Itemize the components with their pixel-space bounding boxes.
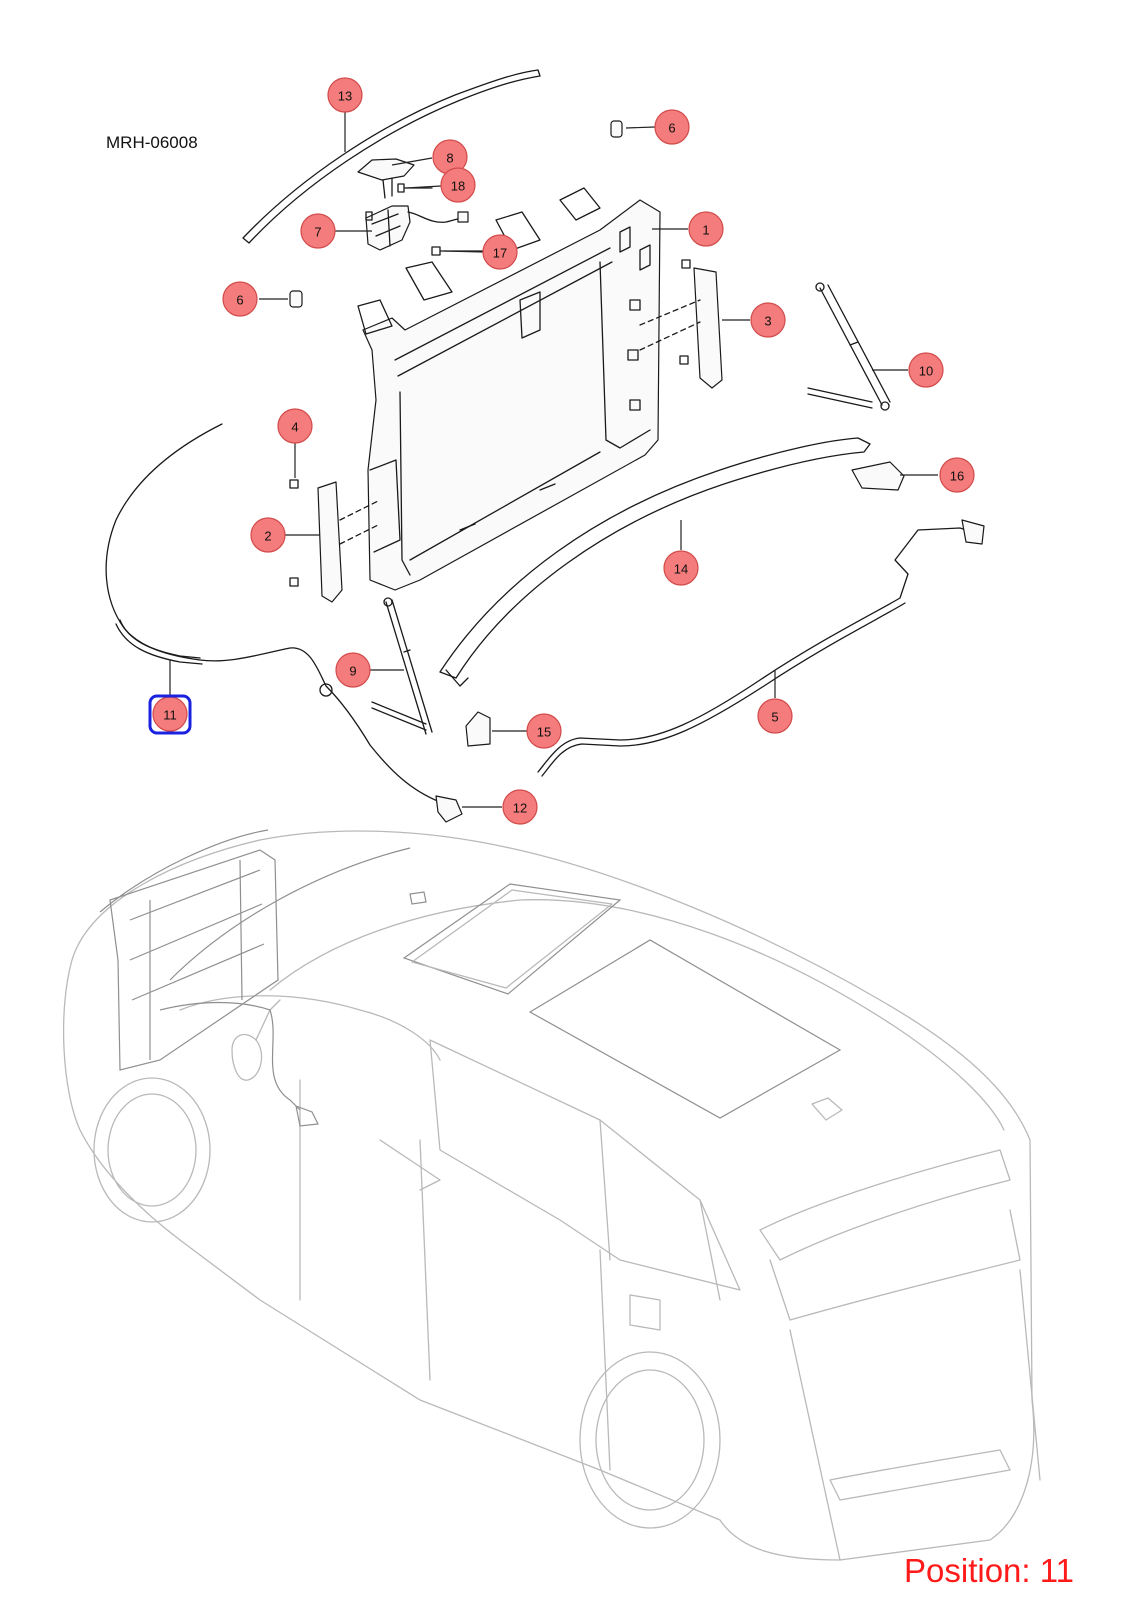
svg-text:15: 15 <box>537 725 551 740</box>
radiator-support <box>357 187 661 591</box>
svg-text:4: 4 <box>291 420 298 435</box>
svg-text:14: 14 <box>674 562 688 577</box>
hood-latch <box>365 205 469 251</box>
vehicle-outline <box>62 829 1041 1561</box>
hood-release-cable <box>105 423 441 803</box>
svg-text:3: 3 <box>764 314 771 329</box>
callout-13[interactable]: 13 <box>327 77 363 113</box>
svg-text:8: 8 <box>446 151 453 166</box>
svg-text:6: 6 <box>236 293 243 308</box>
callout-6-left[interactable]: 6 <box>222 281 258 317</box>
callout-2[interactable]: 2 <box>250 517 286 553</box>
callout-11-highlighted[interactable]: 11 <box>148 694 192 735</box>
callout-17[interactable]: 17 <box>482 234 518 270</box>
svg-text:13: 13 <box>338 89 352 104</box>
svg-text:12: 12 <box>513 801 527 816</box>
washer-line <box>537 527 973 773</box>
svg-text:5: 5 <box>771 710 778 725</box>
svg-text:7: 7 <box>314 225 321 240</box>
svg-text:16: 16 <box>950 469 964 484</box>
position-label: Position: 11 <box>904 1552 1074 1589</box>
callout-14[interactable]: 14 <box>663 550 699 586</box>
callout-6-right[interactable]: 6 <box>654 109 690 145</box>
svg-text:2: 2 <box>264 529 271 544</box>
callout-3[interactable]: 3 <box>750 302 786 338</box>
latch-bracket <box>357 158 415 181</box>
svg-text:6: 6 <box>668 121 675 136</box>
parts-line-art <box>105 69 985 823</box>
hood-seal-14 <box>439 437 871 679</box>
callout-15[interactable]: 15 <box>526 713 562 749</box>
callout-9[interactable]: 9 <box>335 652 371 688</box>
diagram-code: MRH-06008 <box>106 133 198 152</box>
svg-text:10: 10 <box>919 364 933 379</box>
callout-18[interactable]: 18 <box>440 167 476 203</box>
svg-text:11: 11 <box>163 708 177 723</box>
gas-strut-left <box>385 599 433 735</box>
svg-text:18: 18 <box>451 179 465 194</box>
callouts: 13 8 18 7 17 1 6 6 3 10 4 <box>148 77 975 825</box>
cover-16 <box>851 461 905 491</box>
svg-text:9: 9 <box>349 664 356 679</box>
leader-lines <box>169 111 938 808</box>
side-bracket-left <box>317 481 343 603</box>
gas-strut-right <box>819 284 891 406</box>
svg-text:1: 1 <box>702 223 709 238</box>
clip-6-right <box>610 120 623 138</box>
clip-15 <box>465 711 491 747</box>
svg-text:17: 17 <box>493 246 507 261</box>
callout-1[interactable]: 1 <box>688 211 724 247</box>
clip-6-left <box>289 290 303 308</box>
callout-5[interactable]: 5 <box>757 698 793 734</box>
callout-7[interactable]: 7 <box>300 213 336 249</box>
callout-12[interactable]: 12 <box>502 789 538 825</box>
callout-4[interactable]: 4 <box>277 408 313 444</box>
hood-seal-strip <box>242 69 541 244</box>
bolt-4 <box>289 479 299 489</box>
callout-16[interactable]: 16 <box>939 457 975 493</box>
callout-10[interactable]: 10 <box>908 352 944 388</box>
side-bracket-right <box>693 267 723 389</box>
